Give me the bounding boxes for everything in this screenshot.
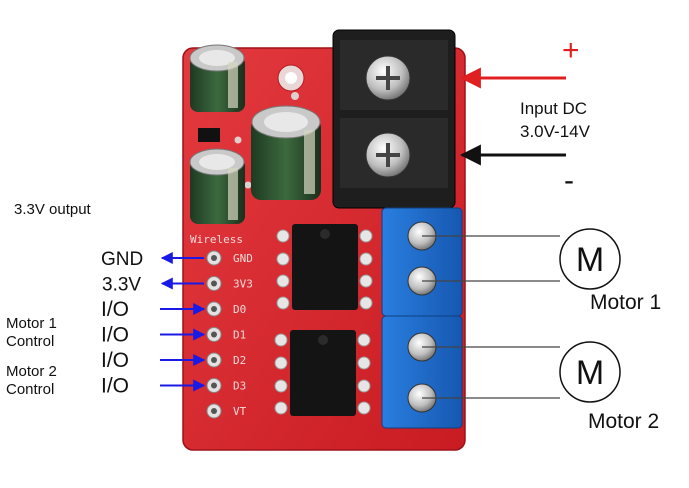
plus-sign: + [562,34,580,67]
header-pin-hole [211,280,217,287]
motor1-label: Motor 1 [590,291,661,314]
motor2-symbol-circle [559,341,621,403]
silk-header-label: Wireless [190,233,243,246]
motor2-wiring [422,346,560,399]
motor2-label: Motor 2 [588,410,659,433]
capacitor-top [189,44,245,112]
driver-ic-1 [292,224,358,310]
power-terminal-block [332,29,456,209]
pin-silk-label: D3 [233,380,246,393]
capacitor-large [251,105,321,200]
header-pin-hole [211,306,217,312]
motor1-control-line2: Control [6,333,54,350]
motor2-control-line1: Motor 2 [6,363,57,380]
pin-silk-label: D1 [233,329,246,342]
pin-silk-label: VT [233,405,247,418]
header-pin-hole [211,255,217,261]
output-note: 3.3V output [14,201,92,218]
ic-pads [274,229,373,415]
driver-ic-2 [290,330,356,416]
input-dc-label: Input DC [520,99,587,118]
pin-label: I/O [101,324,129,347]
motor2-terminal [381,315,463,429]
pin-label: 3.3V [102,275,141,296]
minus-sign: - [564,164,574,197]
input-voltage-range: 3.0V-14V [520,122,591,141]
pin-silk-label: D2 [233,354,246,367]
pin-label: I/O [101,298,129,321]
motor2-symbol: M [576,354,604,392]
pin-label: I/O [101,375,129,398]
motor1-wiring [422,235,560,282]
motor1-symbol: M [576,241,604,279]
pin-silk-label: GND [233,252,253,265]
pin-label: GND [101,249,143,270]
motor2-control-line2: Control [6,381,54,398]
header-pin-hole [211,408,217,414]
pin-silk-label: D0 [233,303,246,316]
diode [198,128,220,142]
motor1-symbol-circle [559,228,621,290]
capacitor-bottom [189,148,245,224]
pin-silk-label: 3V3 [233,278,253,291]
motor1-control-line1: Motor 1 [6,315,57,332]
header-pin-hole [211,331,217,338]
motor1-terminal [381,207,463,317]
header-pin-hole [211,382,217,389]
pin-label: I/O [101,349,129,372]
header-pin-hole [211,357,217,363]
